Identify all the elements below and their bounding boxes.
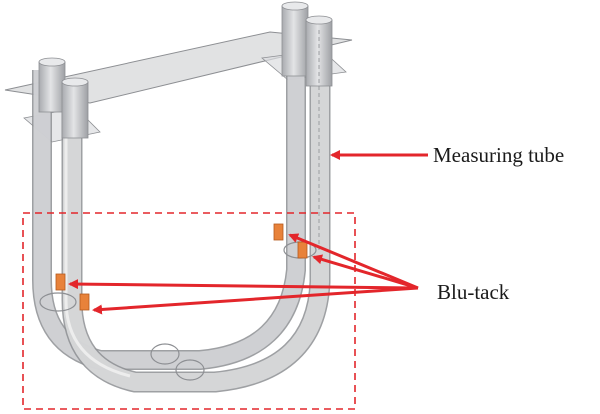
label-blu-tack: Blu-tack xyxy=(437,280,510,304)
clamp-bottom-2 xyxy=(175,359,205,381)
clamp-bottom-1 xyxy=(150,343,180,365)
tube-stub-right-back xyxy=(281,5,309,77)
blu-tack-right-lower xyxy=(297,241,308,259)
clamp-left xyxy=(39,292,77,312)
blu-tack-left-upper xyxy=(55,273,66,291)
blu-tack-right-upper xyxy=(273,223,284,241)
label-measuring-tube: Measuring tube xyxy=(433,143,564,167)
tube-stub-left-front xyxy=(61,81,89,139)
blu-tack-left-lower xyxy=(79,293,90,311)
arrow-blu-tack-3 xyxy=(68,279,419,290)
arrow-blu-tack-2 xyxy=(312,254,419,290)
arrow-blu-tack-1 xyxy=(288,233,419,290)
arrow-blu-tack-4 xyxy=(92,286,419,315)
tube-stub-left-back xyxy=(38,61,66,113)
